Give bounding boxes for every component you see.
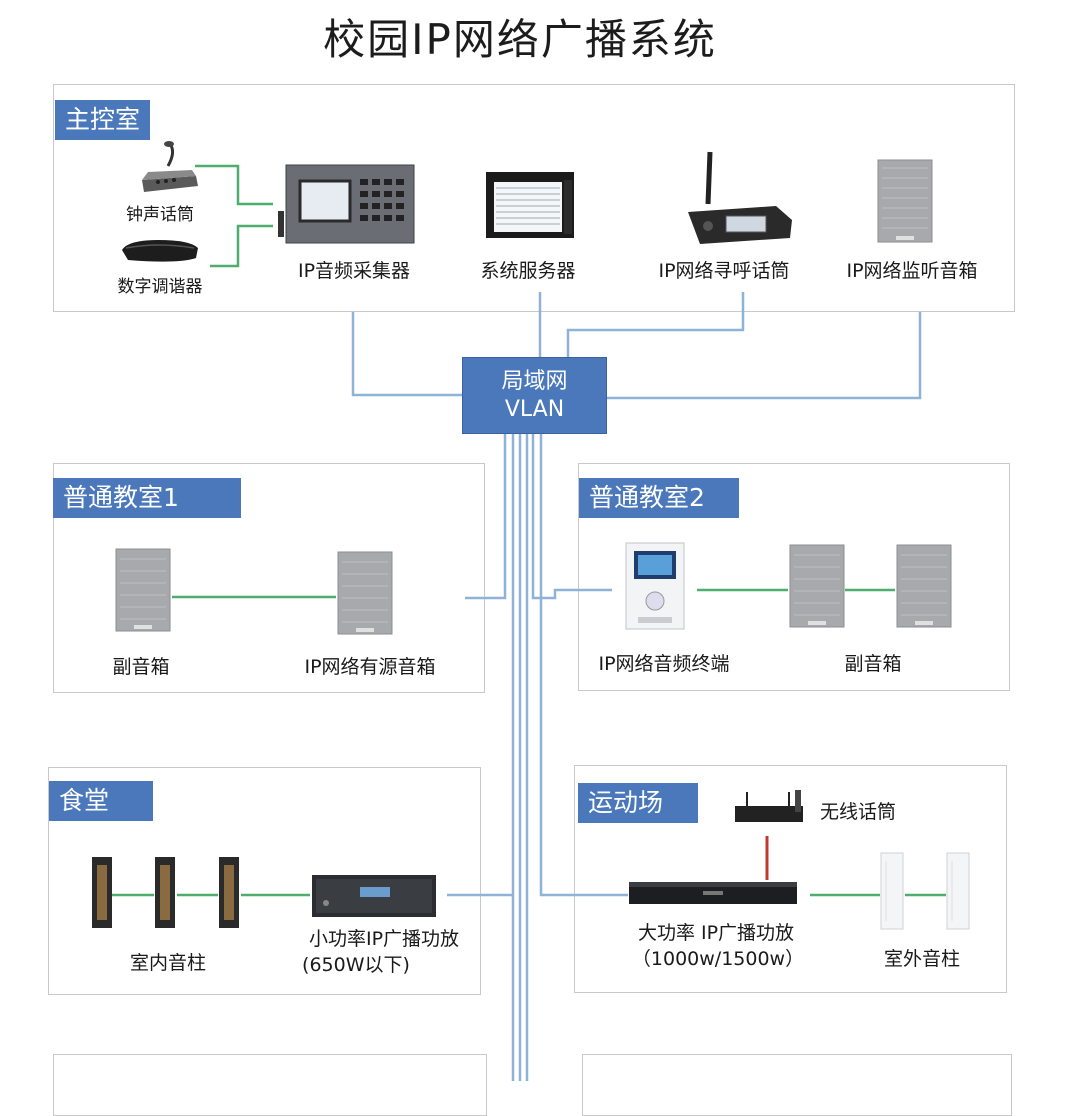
low-power-amp-line1: 小功率IP广播功放 [308,928,460,950]
high-power-amplifier-icon [629,882,797,904]
high-power-amp-line1: 大功率 IP广播功放 [637,922,795,944]
outdoor-column-icon [946,852,970,930]
connection-wires [111,164,946,1081]
low-power-amp-line2: (650W以下) [302,954,410,976]
page-title: 校园IP网络广播系统 [323,15,717,64]
audio-collector-icon [278,164,415,244]
classroom1-sub-speaker-label: 副音箱 [112,656,170,678]
classroom2-tag: 普通教室2 [579,478,739,518]
active-speaker-label: IP网络有源音箱 [304,656,436,678]
classroom2-sub-speaker-label: 副音箱 [844,653,902,675]
paging-mic-label: IP网络寻呼话筒 [658,260,790,282]
bell-microphone-icon [142,141,198,192]
monitor-speaker-icon [877,159,933,243]
main-control-tag: 主控室 [55,100,151,140]
tuner-label: 数字调谐器 [117,277,203,297]
bell-mic-label: 钟声话筒 [126,205,194,225]
wireless-microphone-icon [735,790,803,822]
terminal-label: IP网络音频终端 [598,653,730,675]
vlan-line2: VLAN [504,396,565,422]
sub-speaker-icon [115,548,171,632]
sub-speaker-icon [896,544,952,628]
server-label: 系统服务器 [480,260,576,282]
indoor-column-label: 室内音柱 [129,952,207,974]
system-server-icon [486,172,574,238]
sub-speaker-icon [789,544,845,628]
vlan-switch-node: 局域网 VLAN [462,357,607,434]
paging-microphone-icon [688,151,792,244]
high-power-amp-line2: （1000w/1500w） [631,948,805,970]
sports-tag: 运动场 [578,783,698,823]
outdoor-column-icon [880,852,904,930]
vlan-line1: 局域网 [501,368,568,394]
outdoor-column-label: 室外音柱 [883,948,961,970]
wireless-mic-label: 无线话筒 [819,801,897,823]
classroom1-tag: 普通教室1 [53,478,241,518]
active-speaker-icon [337,551,393,635]
audio-terminal-icon [625,542,685,630]
collector-label: IP音频采集器 [297,260,411,282]
digital-tuner-icon [122,240,198,262]
monitor-speaker-label: IP网络监听音箱 [846,260,978,282]
column-speaker-icon [92,857,112,928]
canteen-tag: 食堂 [49,781,153,821]
column-speaker-icon [219,857,239,928]
low-power-amplifier-icon [312,875,436,917]
column-speaker-icon [155,857,175,928]
